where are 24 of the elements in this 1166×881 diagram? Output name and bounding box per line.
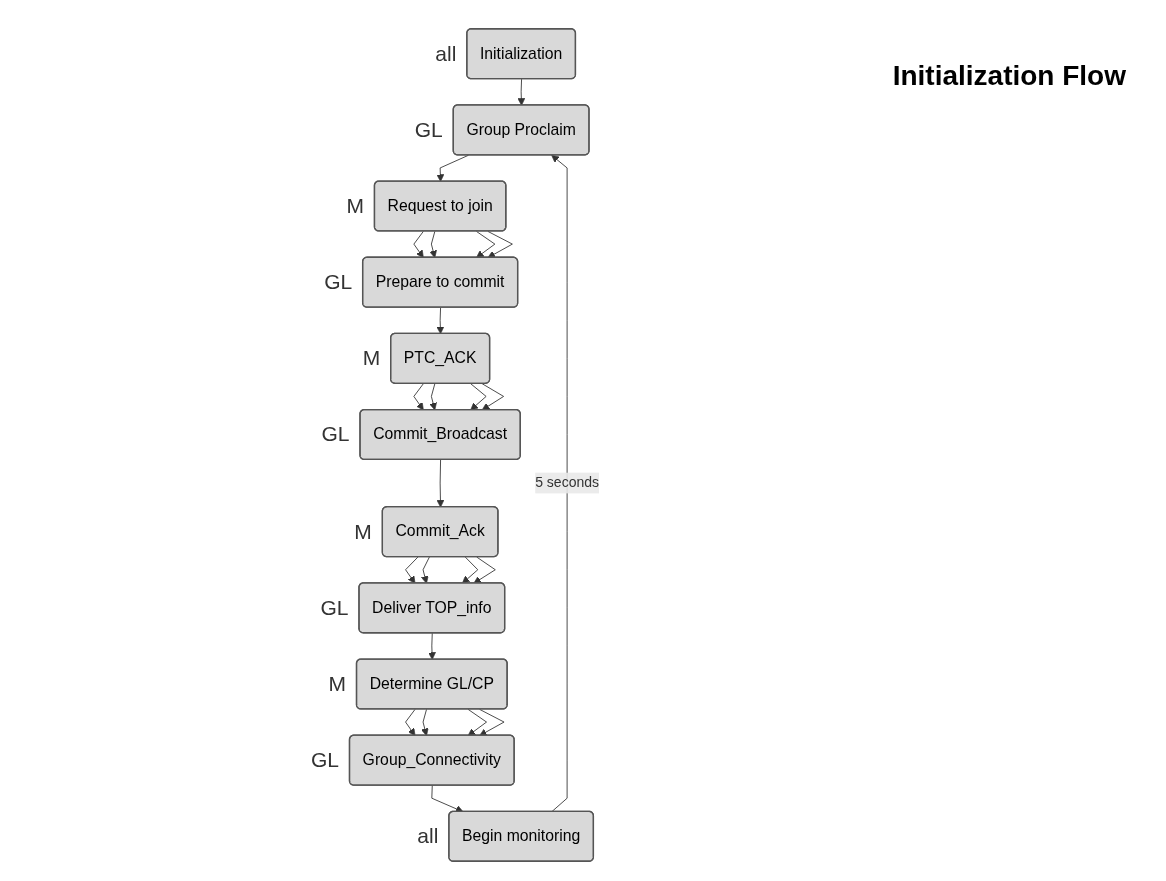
process-box: Determine GL/CP [355,658,508,710]
process-box: Begin monitoring [448,810,595,862]
process-box: Request to join [373,180,507,232]
process-box: Initialization [466,28,577,80]
role-label: M [362,346,381,370]
process-box: Commit_Broadcast [359,408,521,461]
process-box: PTC_ACK [390,332,491,384]
role-label: M [354,519,372,543]
edge-label: 5 seconds [535,472,600,494]
diagram-title: Initialization Flow [892,60,1126,92]
role-label: GL [310,748,339,772]
role-label: GL [321,422,350,446]
role-label: GL [324,270,353,294]
role-label: GL [414,117,443,141]
role-label: all [435,41,457,65]
role-label: M [346,194,364,217]
process-box: Group_Connectivity [348,734,515,786]
role-label: GL [320,595,349,619]
process-box: Prepare to commit [362,256,519,308]
process-box: Commit_Ack [381,506,499,558]
role-label: all [417,824,439,848]
role-label: M [328,672,346,695]
process-box: Group Proclaim [452,104,590,156]
process-box: Deliver TOP_info [358,582,506,634]
